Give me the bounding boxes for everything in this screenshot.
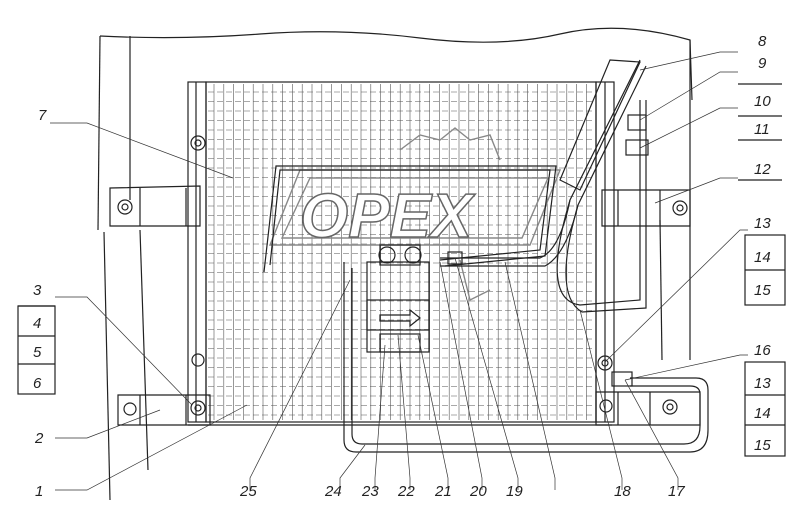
callout-5: 5: [33, 344, 42, 361]
callout-13-lower: 13: [754, 375, 771, 392]
callout-17: 17: [668, 483, 685, 500]
right-label-column: [738, 83, 786, 457]
upper-cartridge: [447, 59, 649, 387]
callout-2: 2: [34, 430, 44, 447]
receiver-dryer: [366, 244, 430, 353]
callout-labels: 7 3 4 5 6 2 1 8 9 10 11 12 13 14 15 16 1…: [33, 33, 771, 500]
callout-15-lower: 15: [754, 437, 771, 454]
callout-12: 12: [754, 161, 771, 178]
radiator-core: [187, 81, 615, 426]
leader-lines: [50, 51, 748, 491]
callout-14-upper: 14: [754, 249, 771, 266]
callout-1: 1: [35, 483, 43, 500]
callout-20: 20: [469, 483, 487, 500]
callout-21: 21: [434, 483, 452, 500]
callout-23: 23: [361, 483, 379, 500]
lower-right-bracket: [595, 391, 701, 426]
callout-18: 18: [614, 483, 631, 500]
refrigerant-pipes: [263, 59, 709, 453]
callout-25: 25: [239, 483, 257, 500]
callout-16: 16: [754, 342, 771, 359]
callout-15-upper: 15: [754, 282, 771, 299]
callout-8: 8: [758, 33, 767, 50]
left-label-column: [17, 305, 56, 395]
callout-22: 22: [397, 483, 415, 500]
callout-19: 19: [506, 483, 523, 500]
callout-3: 3: [33, 282, 42, 299]
callout-6: 6: [33, 375, 42, 392]
callout-14-lower: 14: [754, 405, 771, 422]
side-bolts: [190, 135, 613, 371]
callout-4: 4: [33, 315, 41, 332]
watermark-logo: OPEX: [268, 127, 562, 302]
upper-left-bracket: [109, 185, 201, 227]
callout-13-upper: 13: [754, 215, 771, 232]
watermark-text: OPEX: [300, 182, 476, 251]
body-frame: [97, 27, 693, 501]
upper-right-bracket: [601, 189, 691, 227]
callout-11: 11: [754, 121, 770, 138]
callout-9: 9: [758, 55, 767, 72]
callout-24: 24: [324, 483, 342, 500]
callout-7: 7: [38, 107, 47, 124]
callout-10: 10: [754, 93, 771, 110]
